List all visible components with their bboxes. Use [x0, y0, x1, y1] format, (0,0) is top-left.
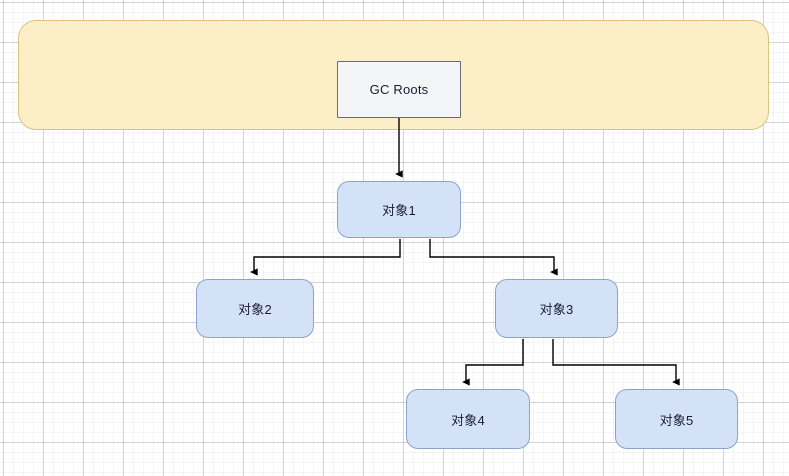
edge-object3-to-object4	[462, 339, 524, 386]
object-1-label: 对象1	[382, 203, 416, 218]
object-2-label: 对象2	[238, 302, 272, 317]
object-3-label: 对象3	[539, 302, 574, 317]
gc-roots-label: GC Roots	[369, 82, 429, 97]
edge-object1-to-object2	[250, 239, 401, 276]
object-4-label: 对象4	[451, 412, 485, 428]
object-5-node[interactable]: 对象5	[615, 389, 738, 449]
object-4-node[interactable]: 对象4	[406, 389, 530, 449]
object-3-node[interactable]: 对象3	[495, 279, 618, 338]
object-5-label: 对象5	[659, 412, 694, 428]
edge-object1-to-object3	[429, 239, 558, 276]
object-2-node[interactable]: 对象2	[196, 279, 314, 338]
edge-object3-to-object5	[552, 339, 680, 386]
object-1-node[interactable]: 对象1	[337, 181, 461, 238]
gc-roots-node[interactable]: GC Roots	[337, 61, 461, 118]
